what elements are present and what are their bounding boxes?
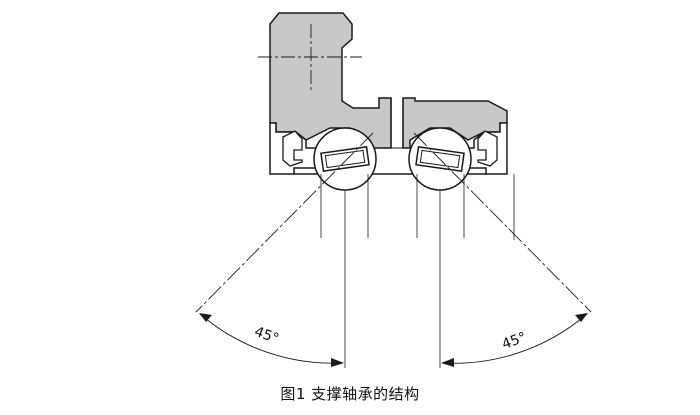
- left-ring-body: [269, 12, 392, 149]
- left-angle-label: 45°: [252, 324, 281, 348]
- left-roller-inner: [324, 149, 366, 169]
- left-arc-arrow-end: [331, 358, 344, 367]
- right-angle-arc: [441, 313, 588, 364]
- right-roller-inner: [419, 149, 461, 169]
- left-angle-arc: [199, 313, 344, 364]
- right-arc-arrow-start: [441, 358, 454, 367]
- figure-caption: 图1 支撑轴承的结构: [280, 385, 420, 403]
- right-arc-arrow-end: [575, 313, 588, 322]
- left-roller: [320, 146, 370, 172]
- left-arc-arrow-start: [199, 313, 212, 322]
- right-angle-label: 45°: [500, 329, 529, 353]
- left-contact-line: [195, 132, 374, 313]
- right-seal: [477, 130, 498, 167]
- left-seal: [282, 130, 303, 167]
- right-contact-line: [413, 132, 592, 313]
